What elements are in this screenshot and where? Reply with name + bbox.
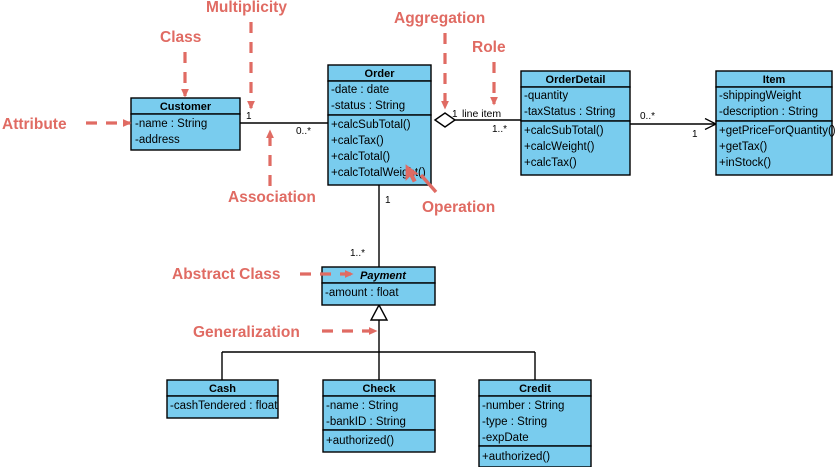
class-box-orderdetail[interactable]: OrderDetail -quantity -taxStatus : Strin… <box>520 70 631 176</box>
class-attribute: -amount : float <box>325 287 399 299</box>
role-label: line item <box>462 108 501 120</box>
class-operation: +calcTax() <box>331 135 384 147</box>
annotation-label: Class <box>160 29 201 46</box>
association-customer-order: 1 0..* <box>240 111 328 137</box>
class-attribute: -expDate <box>482 432 529 444</box>
multiplicity-label: 1 <box>692 129 698 140</box>
annotation-attribute: Attribute <box>2 116 132 133</box>
aggregation-diamond <box>433 112 457 128</box>
class-attribute: -shippingWeight <box>719 90 802 102</box>
annotation-multiplicity: Multiplicity <box>206 0 287 110</box>
association-orderdetail-item: 0..* 1 <box>630 111 716 140</box>
class-operation: +calcSubTotal() <box>524 125 604 137</box>
class-name: Cash <box>209 383 236 395</box>
class-operation: +calcTax() <box>524 157 577 169</box>
generalization-triangle <box>369 303 389 321</box>
class-box-credit[interactable]: Credit -number : String -type : String -… <box>478 379 592 467</box>
class-operation: +inStock() <box>719 157 771 169</box>
annotation-operation: Operation <box>405 164 495 216</box>
class-name: Payment <box>360 270 407 282</box>
aggregation-order-orderdetail: 1 line item 1..* <box>433 108 521 135</box>
multiplicity-label: 1 <box>452 109 458 120</box>
class-attribute: -cashTendered : float <box>170 400 278 412</box>
class-attribute: -name : String <box>326 400 398 412</box>
annotation-generalization: Generalization <box>193 324 378 341</box>
class-attribute: -description : String <box>719 106 818 118</box>
multiplicity-label: 1..* <box>350 248 365 259</box>
class-attribute: -type : String <box>482 416 547 428</box>
class-operation: +calcWeight() <box>524 141 595 153</box>
annotation-role: Role <box>472 39 506 106</box>
annotation-label: Operation <box>422 199 495 216</box>
class-operation: +calcTotalWeight() <box>331 167 426 179</box>
cursor-icon <box>405 164 420 183</box>
class-box-check[interactable]: Check -name : String -bankID : String +a… <box>322 379 436 453</box>
class-box-order[interactable]: Order -date : date -status : String +cal… <box>327 64 432 186</box>
annotation-class: Class <box>160 29 201 98</box>
annotation-label: Attribute <box>2 116 67 133</box>
class-attribute: -taxStatus : String <box>524 106 615 118</box>
class-name: Order <box>365 68 396 80</box>
annotation-pointer <box>419 173 438 194</box>
annotation-aggregation: Aggregation <box>394 10 485 110</box>
class-attribute: -address <box>135 134 180 146</box>
multiplicity-label: 1 <box>385 195 391 206</box>
generalization-payment-subclasses <box>221 303 536 380</box>
class-attribute: -quantity <box>524 90 568 102</box>
annotation-association: Association <box>228 129 316 206</box>
class-attribute: -bankID : String <box>326 416 406 428</box>
annotation-label: Generalization <box>193 324 300 341</box>
class-box-customer[interactable]: Customer -name : String -address <box>130 97 241 151</box>
class-name: OrderDetail <box>546 74 606 86</box>
class-operation: +getTax() <box>719 141 767 153</box>
class-name: Item <box>763 74 786 86</box>
class-box-item[interactable]: Item -shippingWeight -description : Stri… <box>715 70 836 176</box>
class-box-cash[interactable]: Cash -cashTendered : float <box>166 379 279 419</box>
class-operation: +calcSubTotal() <box>331 119 411 131</box>
annotation-label: Role <box>472 39 506 56</box>
class-operation: +authorized() <box>482 451 550 463</box>
multiplicity-label: 0..* <box>296 126 311 137</box>
class-operation: +calcTotal() <box>331 151 390 163</box>
annotation-label: Aggregation <box>394 10 485 27</box>
class-name: Customer <box>160 101 212 113</box>
class-attribute: -number : String <box>482 400 564 412</box>
class-attribute: -date : date <box>331 84 389 96</box>
multiplicity-label: 0..* <box>640 111 655 122</box>
association-order-payment: 1 1..* <box>350 185 391 268</box>
multiplicity-label: 1..* <box>492 124 507 135</box>
class-attribute: -name : String <box>135 118 207 130</box>
annotation-label: Multiplicity <box>206 0 287 16</box>
class-attribute: -status : String <box>331 100 405 112</box>
class-operation: +getPriceForQuantity() <box>719 125 836 137</box>
class-name: Check <box>362 383 396 395</box>
class-box-payment[interactable]: Payment -amount : float <box>321 266 436 306</box>
class-operation: +authorized() <box>326 435 394 447</box>
multiplicity-label: 1 <box>246 111 252 122</box>
annotation-abstract-class: Abstract Class <box>172 266 354 283</box>
class-name: Credit <box>519 383 551 395</box>
annotation-label: Association <box>228 189 316 206</box>
annotation-label: Abstract Class <box>172 266 281 283</box>
